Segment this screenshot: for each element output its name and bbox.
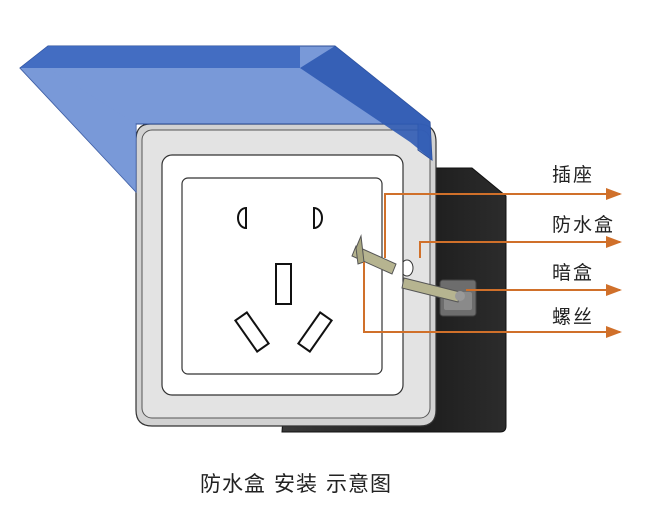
label-screw: 螺丝 bbox=[552, 306, 595, 328]
diagram-caption: 防水盒安装示意图 bbox=[200, 468, 400, 498]
socket-panel bbox=[161, 154, 404, 396]
caption-part-1: 防水盒 bbox=[200, 472, 266, 496]
caption-part-3: 示意图 bbox=[326, 472, 392, 496]
leader-waterproof-box bbox=[419, 236, 622, 258]
waterproof-lid bbox=[19, 45, 433, 194]
caption-part-2: 安装 bbox=[274, 472, 318, 496]
socket-hole-slant-right bbox=[296, 311, 334, 353]
socket-hole-right bbox=[313, 206, 323, 230]
leader-lines bbox=[363, 188, 622, 338]
label-waterproof-box: 防水盒 bbox=[552, 214, 616, 236]
socket-hole-left bbox=[237, 206, 247, 230]
label-wall-box: 暗盒 bbox=[552, 262, 595, 284]
screws bbox=[351, 234, 465, 303]
leader-socket bbox=[384, 188, 622, 258]
socket-hole-slant-left bbox=[233, 311, 271, 353]
label-socket: 插座 bbox=[552, 164, 595, 186]
leader-screw bbox=[363, 262, 622, 338]
socket-hole-earth bbox=[275, 263, 292, 305]
